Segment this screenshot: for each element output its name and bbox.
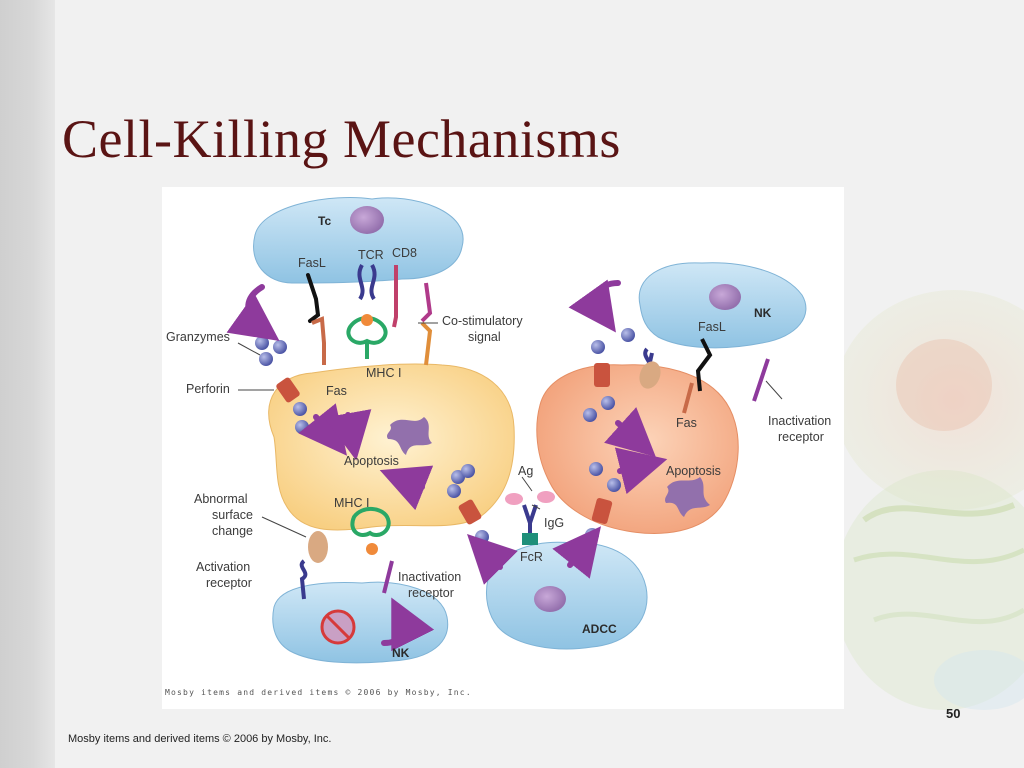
activation-receptor: [299, 559, 308, 600]
label-granzymes: Granzymes: [166, 330, 230, 344]
igg-antibody: [522, 504, 538, 535]
label-mhc1-mid: MHC I: [334, 496, 369, 510]
slide-title: Cell-Killing Mechanisms: [62, 109, 621, 169]
fcr-receptor: [522, 533, 538, 545]
label-activation: Activation: [196, 560, 250, 574]
label-abnormal: Abnormal: [194, 492, 248, 506]
nk-top-nucleus: [709, 284, 741, 310]
label-mhc1-top: MHC I: [366, 366, 401, 380]
abnormal-surface-change-bump: [308, 531, 328, 563]
label-cd8: CD8: [392, 246, 417, 260]
cell-killing-figure: Tc FasL TCR CD8 Co-stimulatory signal Gr…: [162, 187, 844, 709]
tc-nucleus: [350, 206, 384, 234]
fasl-tc-receptor: [306, 273, 321, 323]
label-tcr: TCR: [358, 248, 384, 262]
adcc-nucleus: [534, 586, 566, 612]
label-ag: Ag: [518, 464, 533, 478]
label-perforin: Perforin: [186, 382, 230, 396]
label-inactivation-bottom-receptor: receptor: [408, 586, 454, 600]
apoptotic-nucleus-left: [387, 417, 432, 455]
process-arrows: [226, 279, 668, 652]
cd8-receptor: [392, 265, 398, 328]
label-signal: signal: [468, 330, 501, 344]
label-apoptosis-left: Apoptosis: [344, 454, 399, 468]
page-number: 50: [946, 706, 961, 721]
label-tc: Tc: [318, 214, 331, 228]
label-activation-receptor: receptor: [206, 576, 252, 590]
nk-cell-top: [638, 262, 807, 349]
fas-right-receptor: [682, 382, 694, 414]
granzymes: [255, 328, 635, 544]
mhc1-mid-receptor: [350, 507, 391, 538]
tcr-receptor: [357, 264, 377, 301]
label-fas-left: Fas: [326, 384, 347, 398]
other-receptors: [299, 338, 770, 600]
label-co-stimulatory: Co-stimulatory: [442, 314, 523, 328]
fasl-nk-receptor: [695, 338, 713, 392]
co-stim-receptor: [420, 282, 433, 323]
label-fas-right: Fas: [676, 416, 697, 430]
tc-cell: [253, 197, 464, 284]
label-fcr: FcR: [520, 550, 543, 564]
label-change: change: [212, 524, 253, 538]
target-cell-left: [268, 363, 515, 531]
label-nk-top: NK: [754, 306, 772, 320]
label-igg: IgG: [544, 516, 564, 530]
leader-lines: [237, 322, 783, 538]
label-inactivation-right: Inactivation: [768, 414, 831, 428]
inactivation-receptor-bottom: [382, 560, 394, 594]
label-apoptosis-right: Apoptosis: [666, 464, 721, 478]
slide-left-bar: [0, 0, 55, 768]
tc-receptors: [306, 264, 433, 366]
label-nk-bottom: NK: [392, 646, 410, 660]
label-adcc: ADCC: [582, 622, 617, 636]
apoptotic-nucleus-right: [665, 477, 710, 517]
target-cell-right: [536, 364, 739, 534]
label-inactivation-right-receptor: receptor: [778, 430, 824, 444]
fas-left-receptor: [311, 316, 326, 365]
inactivation-receptor-right: [752, 358, 770, 402]
label-surface: surface: [212, 508, 253, 522]
figure-credit: Mosby items and derived items © 2006 by …: [165, 688, 472, 697]
label-fasl-tc: FasL: [298, 256, 326, 270]
background-cell-art: [834, 290, 1024, 710]
perforin-pores: [276, 363, 613, 525]
cell-killing-diagram: Tc FasL TCR CD8 Co-stimulatory signal Gr…: [166, 197, 831, 664]
adcc-cell: [485, 541, 648, 650]
label-fasl-nk: FasL: [698, 320, 726, 334]
label-inactivation-bottom: Inactivation: [398, 570, 461, 584]
slide-footer: Mosby items and derived items © 2006 by …: [68, 733, 332, 745]
